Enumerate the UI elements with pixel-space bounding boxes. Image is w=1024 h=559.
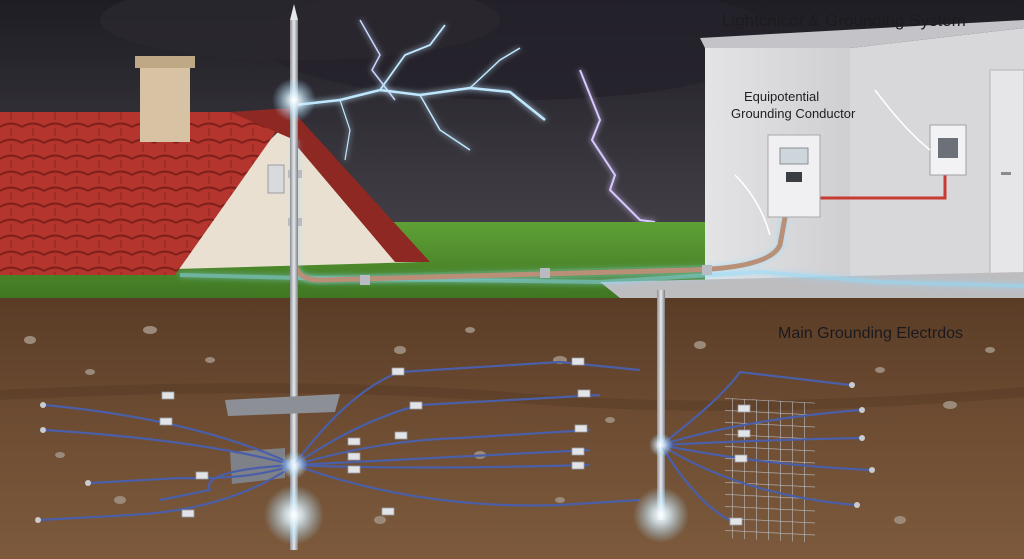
storm-cloud (100, 0, 500, 60)
concrete-slab (600, 272, 1024, 302)
discharge-spark (264, 485, 324, 545)
house (0, 56, 430, 275)
discharge-spark (280, 451, 308, 479)
meter-box (767, 134, 821, 218)
pebbles (24, 326, 995, 524)
equipotential-label-line1: Equipotential (744, 89, 820, 104)
breaker-panel (929, 124, 967, 176)
air-terminal-rod (290, 20, 298, 550)
strike-glow (272, 78, 316, 122)
surface-current (179, 269, 1024, 288)
ground-rod-building (657, 290, 665, 520)
discharge-spark (649, 433, 673, 457)
cable-connectors (159, 357, 751, 526)
pointer-arrow (734, 174, 771, 236)
building (700, 20, 1024, 290)
soil-layer (0, 383, 1024, 411)
diagram-title: Lightcnicor & Grounding System (722, 11, 966, 30)
discharge-spark (633, 487, 689, 543)
lightning-strike (294, 24, 546, 161)
cable-terminals (35, 382, 875, 523)
lightning-bolt (579, 69, 656, 223)
test-junction-box (267, 164, 285, 194)
door (989, 69, 1024, 283)
equipotential-label-line2: Grounding Conductor (731, 106, 856, 121)
soil (0, 298, 1024, 559)
main-electrode-label: Main Grounding Electrdos (778, 325, 963, 342)
pointer-arrow (874, 89, 931, 151)
chimney (140, 62, 190, 142)
